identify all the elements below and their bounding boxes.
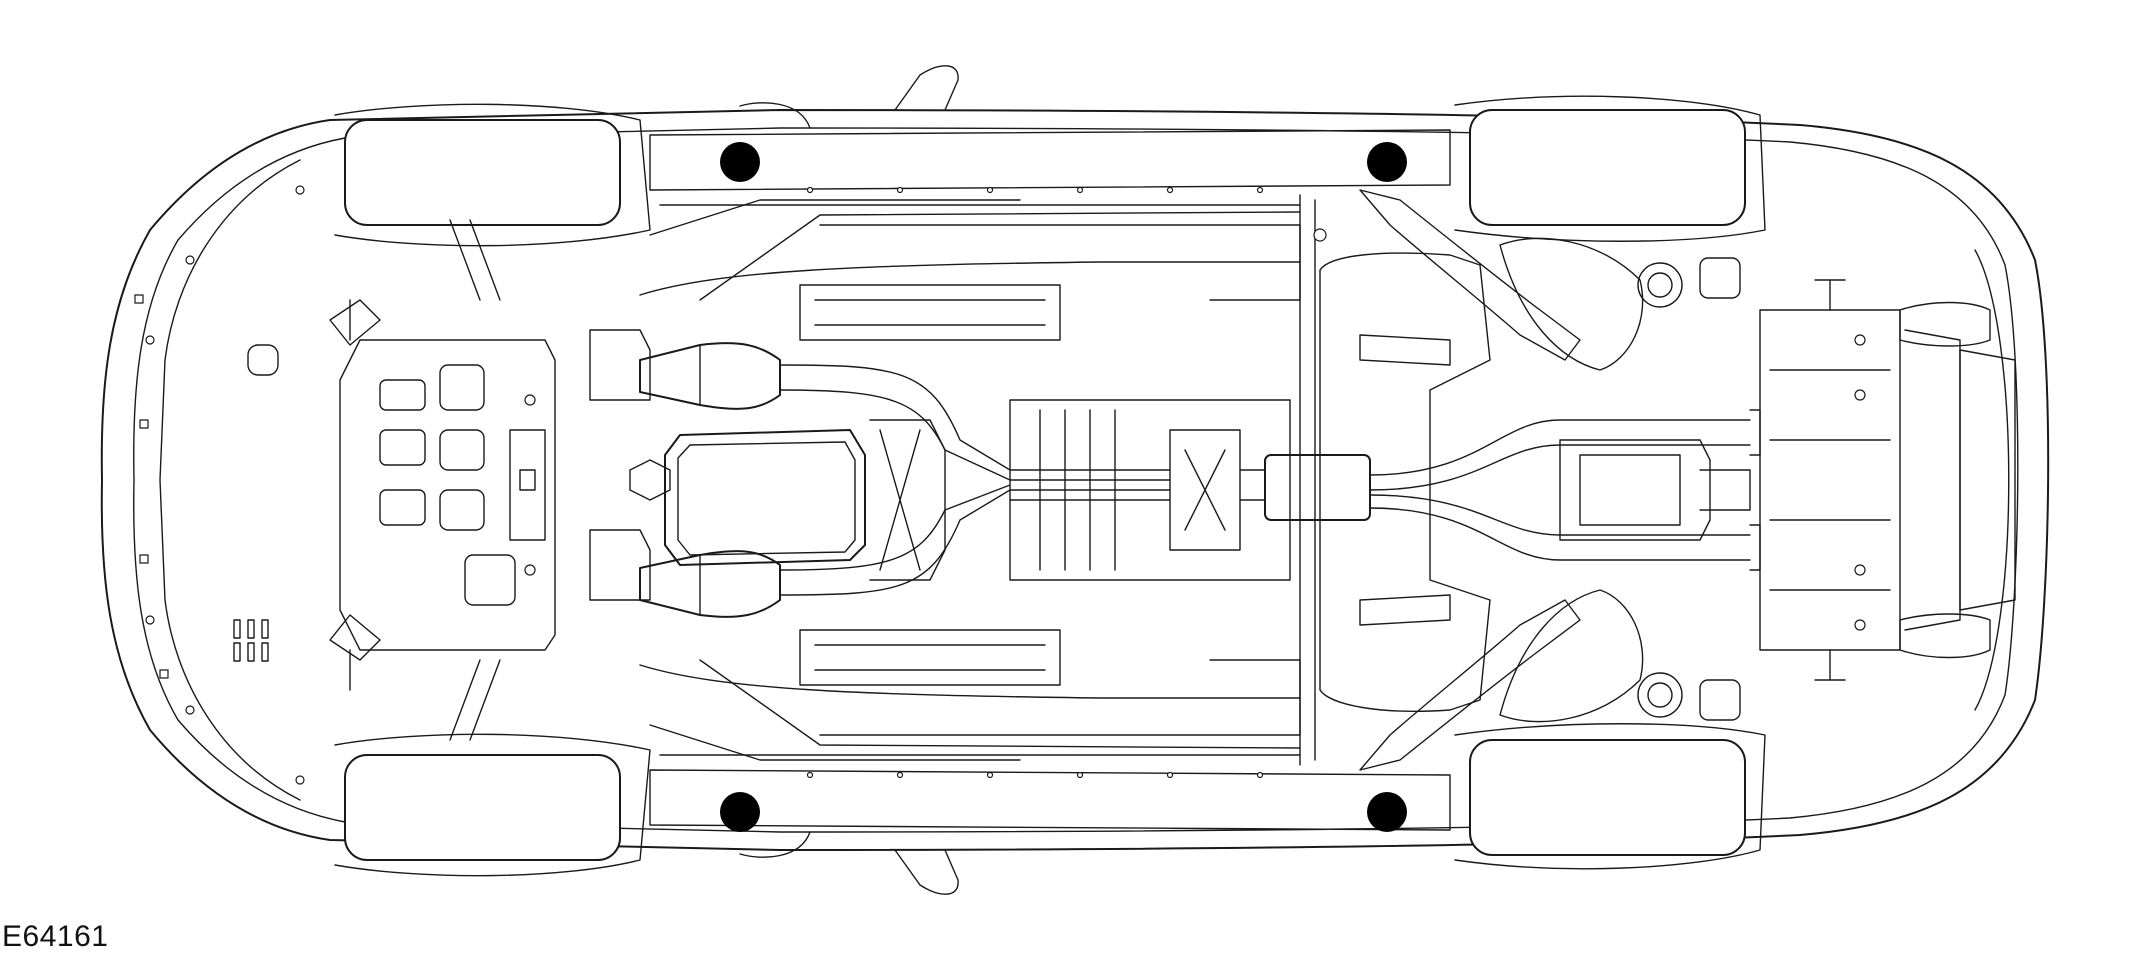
lift-point-front-left xyxy=(720,142,760,182)
lift-point-front-right xyxy=(720,792,760,832)
rear-right-wheel xyxy=(1470,740,1745,855)
front-right-wheel xyxy=(345,755,620,860)
lift-point-rear-right xyxy=(1367,792,1407,832)
sills-and-floor xyxy=(650,130,1490,830)
rear-suspension xyxy=(1360,190,1900,770)
wheels xyxy=(335,96,1765,875)
lift-point-rear-left xyxy=(1367,142,1407,182)
front-subframe xyxy=(234,220,555,740)
heat-shields xyxy=(640,262,1300,698)
exhaust-system xyxy=(640,303,1990,658)
rear-left-wheel xyxy=(1470,110,1745,225)
body-fasteners xyxy=(135,186,1865,784)
engine-and-transmission xyxy=(590,330,1290,600)
front-left-wheel xyxy=(345,120,620,225)
lift-points xyxy=(720,142,1407,832)
figure-id-label: E64161 xyxy=(2,920,109,953)
